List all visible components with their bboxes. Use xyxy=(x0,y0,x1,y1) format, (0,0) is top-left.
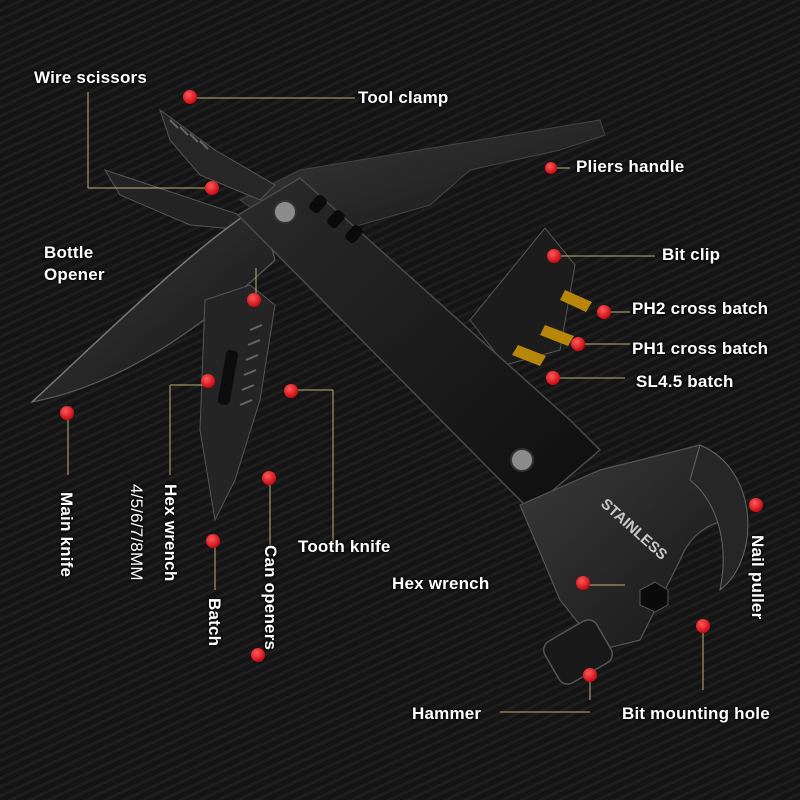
multi-blade-shape xyxy=(199,284,276,522)
main-knife-edge xyxy=(31,204,261,403)
marker-hammer xyxy=(583,668,597,682)
marker-tool-clamp xyxy=(183,90,197,104)
nail-puller-claw xyxy=(689,444,749,592)
marker-sl45 xyxy=(546,371,560,385)
marker-nail-puller xyxy=(749,498,763,512)
label-pliers-handle: Pliers handle xyxy=(576,157,685,176)
marker-main-knife xyxy=(60,406,74,420)
label-can-openers: Can openers xyxy=(261,545,280,651)
label-tooth-knife: Tooth knife xyxy=(298,537,391,556)
label-wire-scissors: Wire scissors xyxy=(34,68,148,87)
label-ph2-cross-batch: PH2 cross batch xyxy=(632,299,769,318)
label-sl45-batch: SL4.5 batch xyxy=(636,372,734,391)
marker-hex-wrench-head xyxy=(576,576,590,590)
marker-ph2 xyxy=(597,305,611,319)
sl45-bit xyxy=(512,345,546,366)
marker-pliers-handle xyxy=(545,162,557,174)
marker-bottle-opener xyxy=(247,293,261,307)
label-ph1-cross-batch: PH1 cross batch xyxy=(632,339,769,358)
marker-batch xyxy=(206,534,220,548)
label-hammer: Hammer xyxy=(412,704,482,723)
marker-ph1 xyxy=(571,337,585,351)
label-hex-wrench-side: Hex wrench xyxy=(161,484,180,582)
label-hex-wrench-head: Hex wrench xyxy=(392,574,490,593)
ph1-bit xyxy=(540,325,574,346)
label-hex-sizes: 4/5/6/7/8MM xyxy=(127,484,146,581)
label-bit-clip: Bit clip xyxy=(662,245,721,264)
label-bottle-opener-line1: Bottle xyxy=(44,243,94,262)
marker-can-openers-2 xyxy=(251,648,265,662)
handle-screw-top xyxy=(273,200,297,224)
label-main-knife: Main knife xyxy=(57,492,76,578)
marker-hex-wrench-side xyxy=(201,374,215,388)
main-handle-shape xyxy=(236,177,602,512)
scissor-teeth xyxy=(169,119,209,150)
wire-scissors-shape xyxy=(159,108,276,201)
marker-bit-clip xyxy=(547,249,561,263)
label-bottle-opener: Bottle Opener xyxy=(44,242,105,286)
label-batch: Batch xyxy=(205,598,224,647)
marker-wire-scissors xyxy=(205,181,219,195)
marker-tooth-knife xyxy=(284,384,298,398)
label-bit-mounting-hole: Bit mounting hole xyxy=(622,704,770,723)
marker-bit-mounting-hole xyxy=(696,619,710,633)
red-markers xyxy=(60,90,763,682)
handle-screw-bottom xyxy=(510,448,534,472)
hex-wrench-hole xyxy=(639,581,669,613)
ph2-bit xyxy=(560,290,592,312)
label-tool-clamp: Tool clamp xyxy=(358,88,449,107)
label-bottle-opener-line2: Opener xyxy=(44,265,105,284)
marker-can-openers xyxy=(262,471,276,485)
label-nail-puller: Nail puller xyxy=(748,535,767,620)
leader-lines xyxy=(67,92,704,713)
